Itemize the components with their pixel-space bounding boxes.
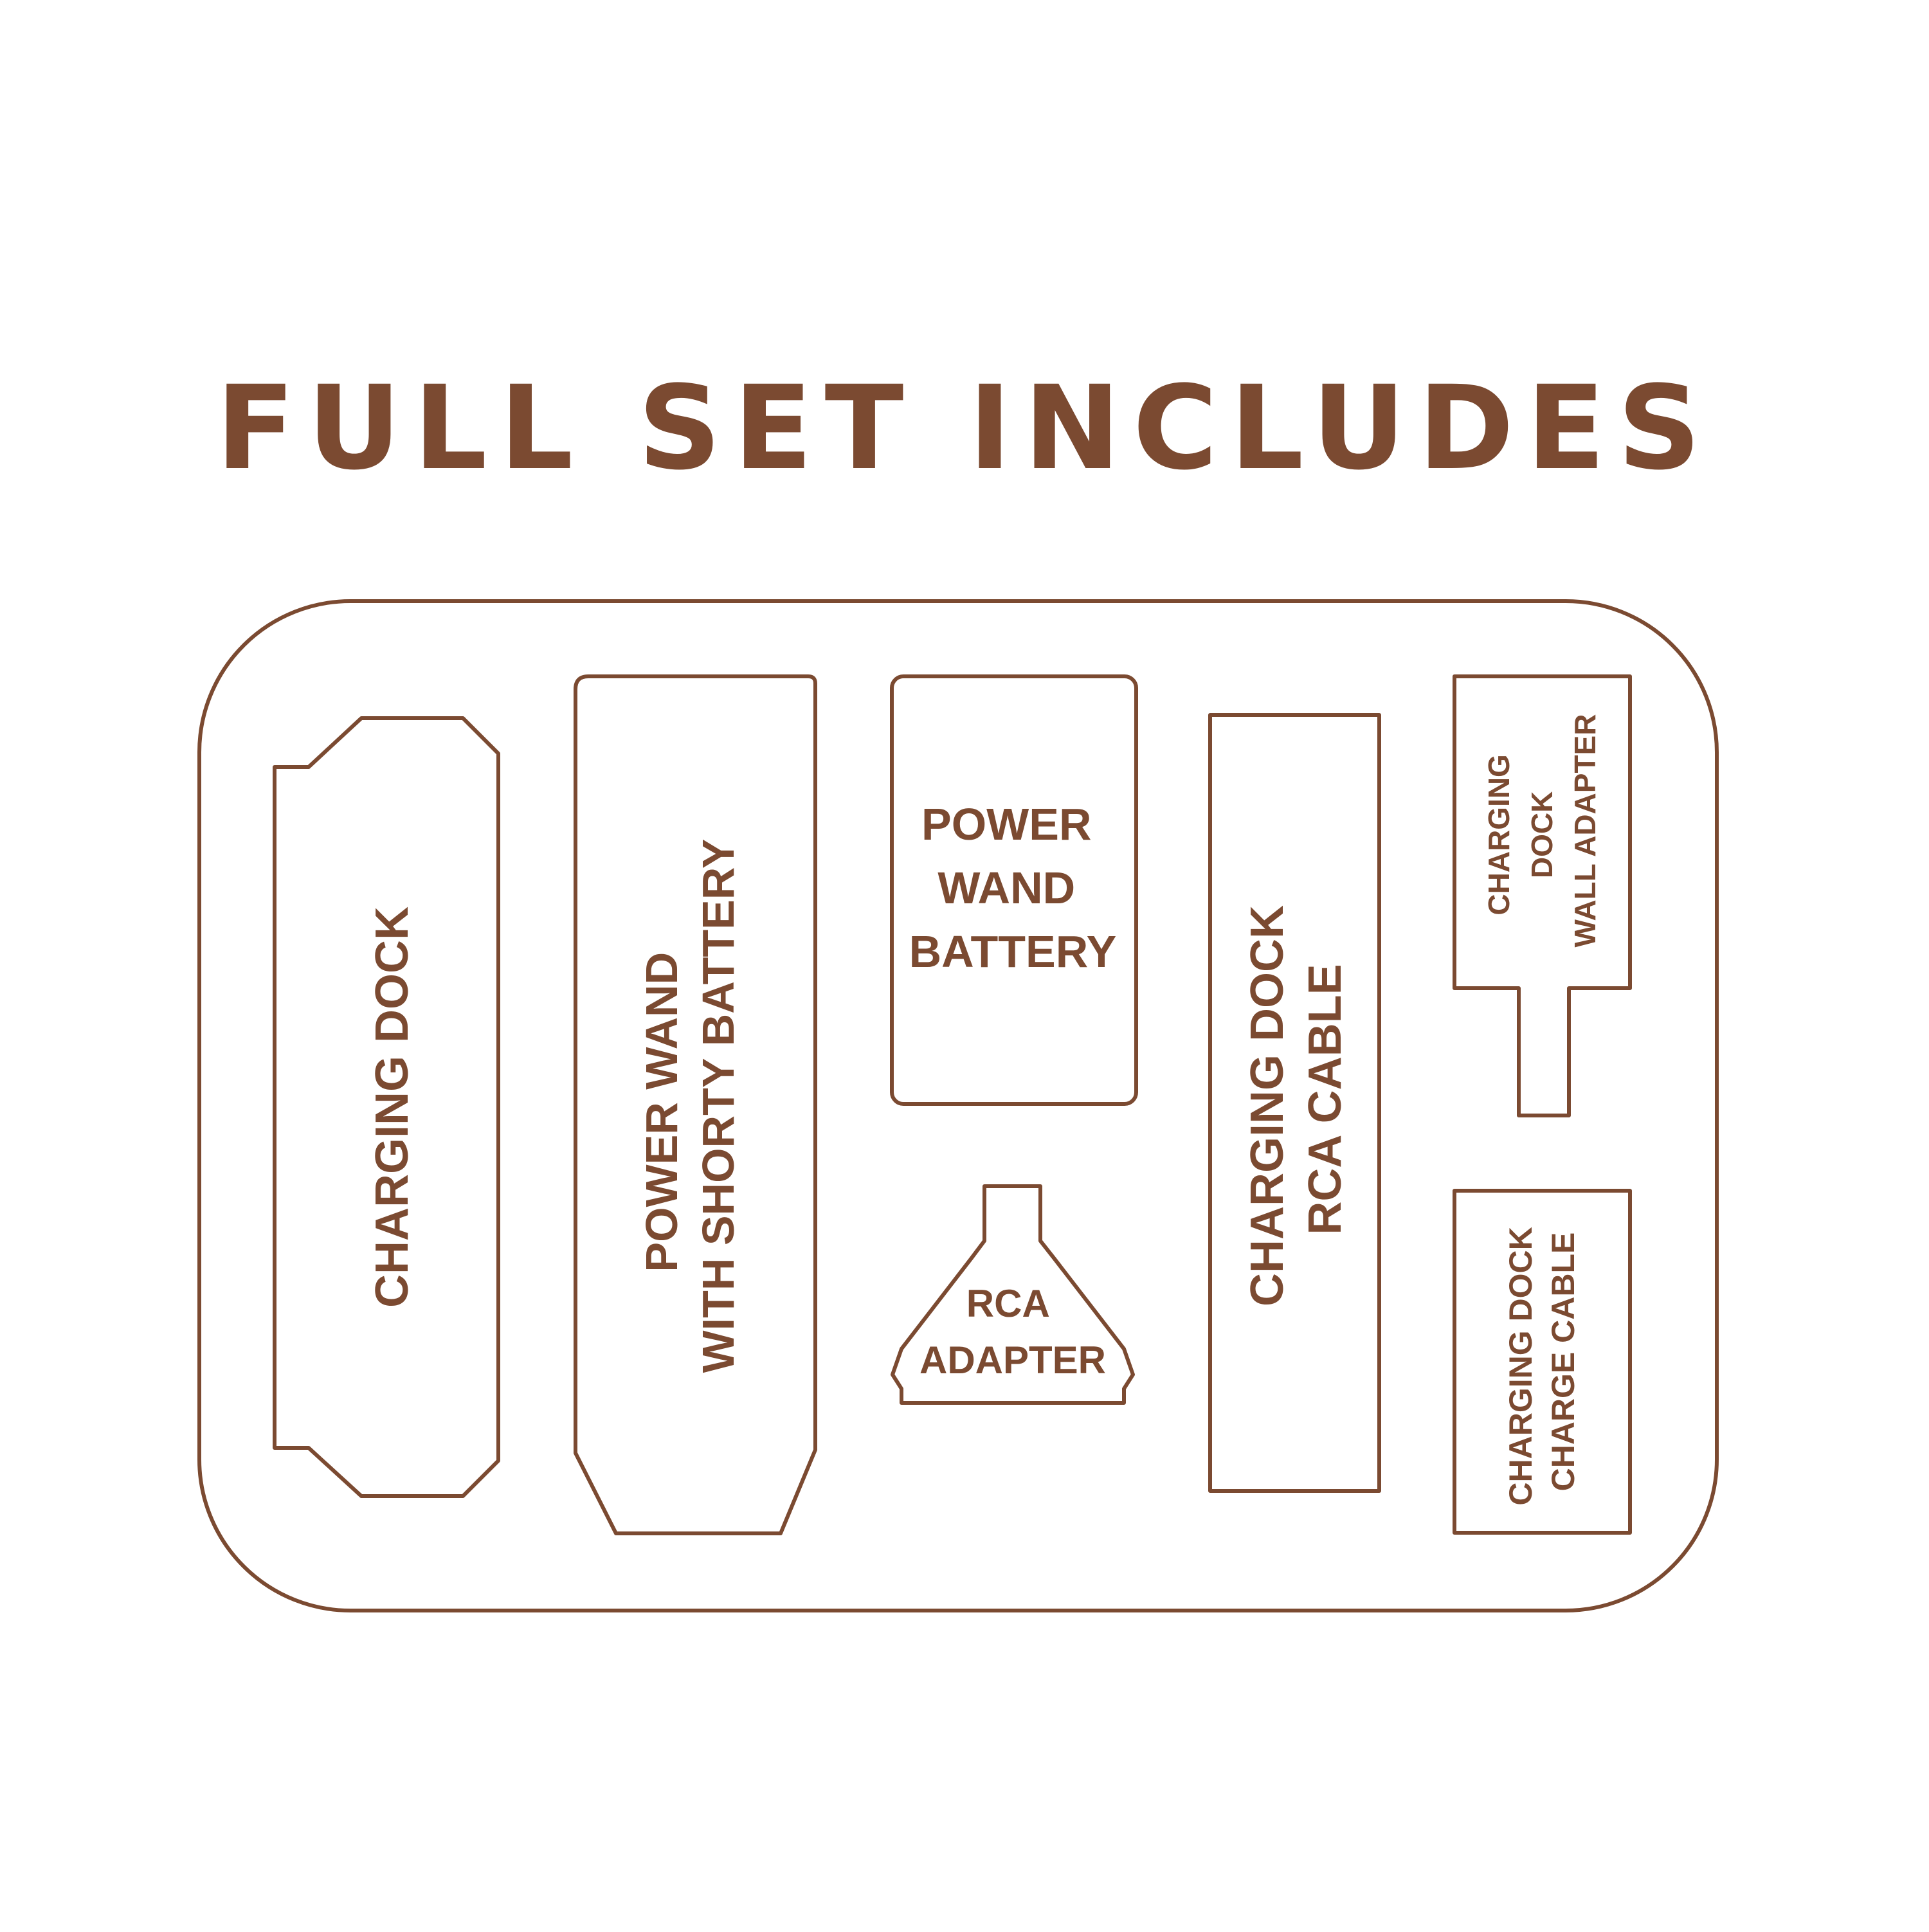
power-wand-battery-label-line-2: WAND — [937, 863, 1075, 913]
charge-cable-shape — [1453, 1189, 1632, 1535]
power-wand-label-line-2: WITH SHORTY BATTERY — [693, 839, 743, 1373]
rca-adapter-label: RCA ADAPTER — [919, 1282, 1106, 1382]
power-wand-label: POWER WAND WITH SHORTY BATTERY — [637, 839, 743, 1373]
wall-adapter-label-line-2: DOCK — [1525, 791, 1559, 878]
wall-adapter-label-line-1: CHARGING — [1482, 754, 1516, 915]
item-wall-adapter: CHARGING DOCK WALL ADAPTER — [1453, 674, 1632, 1117]
wall-adapter-label-line-3: WALL ADAPTER — [1568, 714, 1602, 948]
rca-adapter-shape — [891, 1184, 1135, 1405]
charge-cable-label-line-2: CHARGE CABLE — [1545, 1232, 1581, 1492]
page-title: FULL SET INCLUDES — [216, 361, 1713, 496]
item-power-wand-battery: POWER WAND BATTERY — [890, 674, 1138, 1106]
charging-dock-label: CHARGING DOCK — [367, 907, 418, 1308]
charge-cable-label: CHARGING DOCK CHARGE CABLE — [1503, 1218, 1581, 1505]
power-wand-label-line-1: POWER WAND — [637, 952, 687, 1272]
rca-adapter-label-line-2: ADAPTER — [919, 1339, 1106, 1382]
item-power-wand: POWER WAND WITH SHORTY BATTERY — [574, 674, 817, 1535]
charging-dock-shape — [273, 716, 500, 1498]
charging-dock-label-line: CHARGING DOCK — [367, 907, 418, 1308]
rca-cable-label-line-1: CHARGING DOCK — [1242, 905, 1293, 1306]
charge-cable-label-line-1: CHARGING DOCK — [1503, 1227, 1539, 1505]
item-charge-cable: CHARGING DOCK CHARGE CABLE — [1453, 1189, 1632, 1535]
rca-cable-shape — [1208, 713, 1381, 1493]
wall-adapter-shape — [1453, 674, 1632, 1117]
power-wand-battery-label: POWER WAND BATTERY — [909, 799, 1117, 977]
power-wand-battery-label-line-1: POWER — [921, 799, 1091, 849]
item-charging-dock: CHARGING DOCK — [273, 716, 500, 1498]
rca-cable-label: CHARGING DOCK RCA CABLE — [1242, 892, 1351, 1306]
item-rca-adapter: RCA ADAPTER — [891, 1184, 1135, 1405]
rca-adapter-label-line-1: RCA — [966, 1282, 1049, 1325]
item-rca-cable: CHARGING DOCK RCA CABLE — [1208, 713, 1381, 1493]
power-wand-battery-label-line-3: BATTERY — [909, 926, 1117, 977]
power-wand-battery-shape — [890, 674, 1138, 1106]
wall-adapter-label: CHARGING DOCK WALL ADAPTER — [1482, 714, 1602, 948]
rca-cable-label-line-2: RCA CABLE — [1300, 964, 1351, 1234]
power-wand-shape — [574, 674, 817, 1535]
